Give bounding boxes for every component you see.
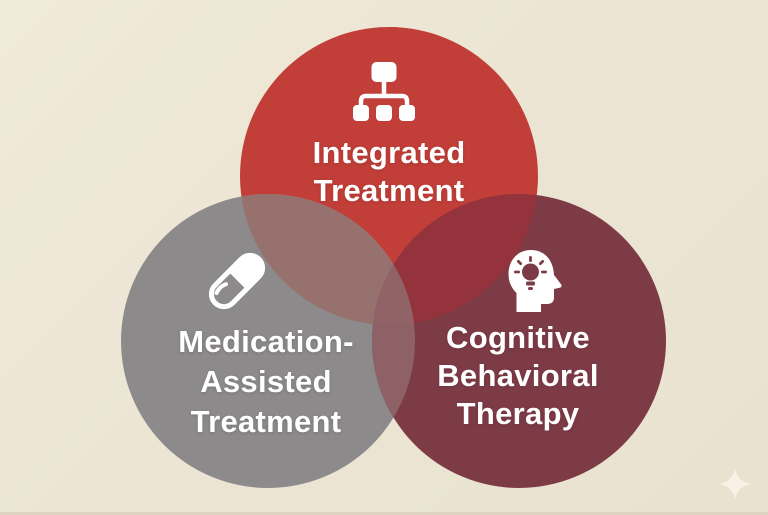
pill-icon [208,252,266,310]
label-line: Medication- [178,324,354,359]
head-lightbulb-icon [508,250,562,312]
label-line: Cognitive [446,320,590,355]
label-line: Therapy [456,396,580,431]
overlap-integrated-medication [240,194,415,325]
overlap-integrated-cognitive [372,194,538,325]
label-cognitive-behavioral-therapy: Cognitive Behavioral Therapy [437,319,599,433]
org-chart-icon [353,62,415,121]
label-line: Assisted [200,364,332,399]
bottom-edge-line [0,512,768,515]
label-line: Integrated [312,135,466,170]
label-medication-assisted-treatment: Medication- Assisted Treatment [178,322,354,442]
label-integrated-treatment: Integrated Treatment [313,134,466,210]
label-line: Treatment [313,173,465,208]
sparkle-icon [719,468,751,500]
label-line: Treatment [190,404,342,439]
label-line: Behavioral [437,358,599,393]
lightbulb-cutout [514,256,547,290]
